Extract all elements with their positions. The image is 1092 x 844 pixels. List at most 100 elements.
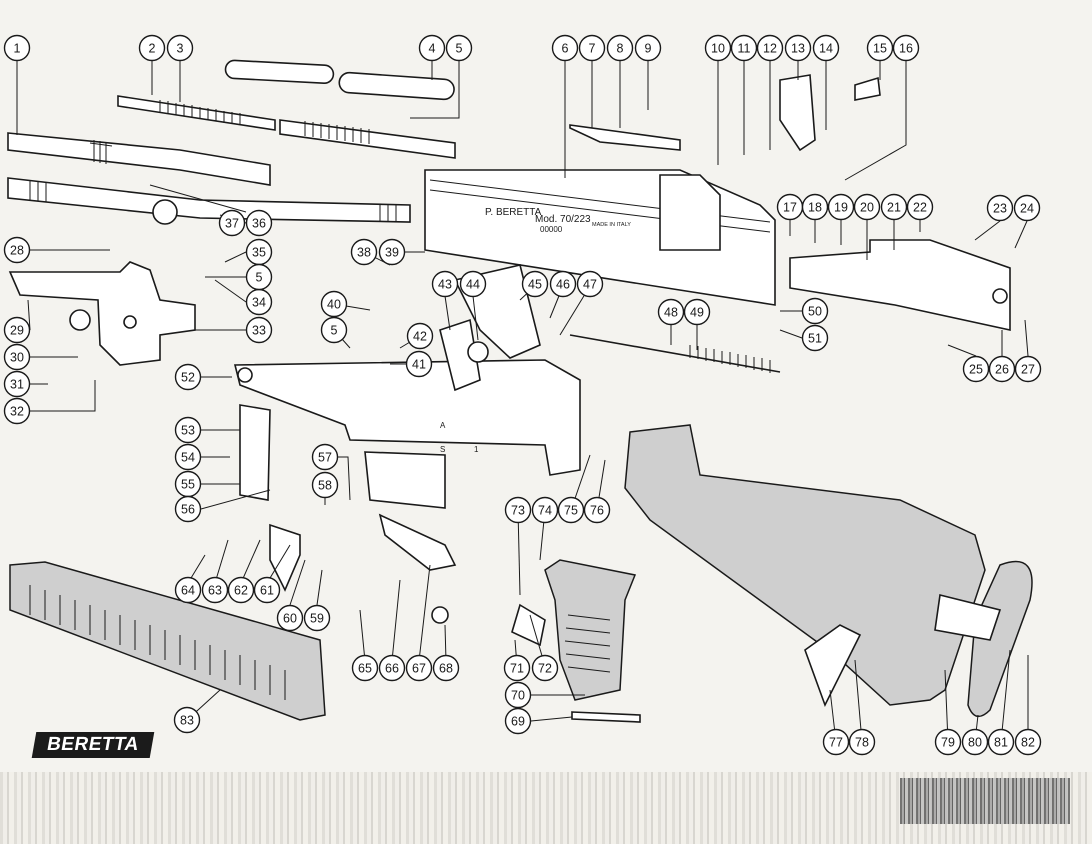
receiver-serial: 00000 [540,225,563,234]
callout-circle [906,193,934,221]
callout-label: 58 [318,479,332,493]
callout-label: 30 [10,351,24,365]
callout-label: 57 [318,451,332,465]
callout-30: 30 [3,343,31,371]
callout-label: 6 [562,42,569,56]
callout-label: 20 [860,201,874,215]
callout-49: 49 [683,298,711,326]
pistol-grip [544,559,637,701]
callout-80: 80 [961,728,989,756]
callout-38: 38 [350,238,378,266]
callout-6: 6 [551,34,579,62]
callout-label: 79 [941,736,955,750]
callout-76: 76 [583,496,611,524]
callout-57: 57 [311,443,339,471]
flash-hider-barrel [7,177,411,223]
callout-78: 78 [848,728,876,756]
callout-circle [245,263,273,291]
callout-64: 64 [174,576,202,604]
callout-5: 5 [320,316,348,344]
callout-20: 20 [853,193,881,221]
callout-11: 11 [730,34,758,62]
callout-70: 70 [504,681,532,709]
callout-label: 4 [429,42,436,56]
callout-circle [934,728,962,756]
callout-48: 48 [657,298,685,326]
callout-label: 67 [412,662,426,676]
callout-circle [503,654,531,682]
callout-40: 40 [320,290,348,318]
callout-37: 37 [218,209,246,237]
callout-12: 12 [756,34,784,62]
front-sight-block [8,261,196,366]
callout-circle [432,654,460,682]
callout-label: 63 [208,584,222,598]
callout-2: 2 [138,34,166,62]
callout-circle [657,298,685,326]
callout-circle [173,706,201,734]
callout-label: 41 [412,358,426,372]
callout-label: 9 [645,42,652,56]
callout-label: 39 [385,246,399,260]
callout-74: 74 [531,496,559,524]
callout-label: 34 [252,296,266,310]
callout-circle [801,324,829,352]
callout-circle [174,416,202,444]
callout-circle [174,363,202,391]
callout-circle [557,496,585,524]
callout-circle [3,34,31,62]
callout-circle [988,355,1016,383]
callout-circle [174,443,202,471]
callout-33: 33 [245,316,273,344]
callout-16: 16 [892,34,920,62]
callout-77: 77 [822,728,850,756]
callout-label: 78 [855,736,869,750]
callout-label: 76 [590,504,604,518]
callout-label: 7 [589,42,596,56]
callout-label: 50 [808,305,822,319]
callout-circle [848,728,876,756]
callout-circle [350,238,378,266]
callout-63: 63 [201,576,229,604]
callout-circle [406,322,434,350]
callout-51: 51 [801,324,829,352]
callout-circle [311,471,339,499]
bolt-carrier [789,239,1011,331]
callout-circle [583,496,611,524]
callout-label: 5 [331,324,338,338]
selector-mark-1: 1 [474,445,479,454]
callout-label: 42 [413,330,427,344]
callout-72: 72 [531,654,559,682]
callout-circle [961,728,989,756]
callout-label: 35 [252,246,266,260]
callout-circle [445,34,473,62]
callout-label: 16 [899,42,913,56]
callout-circle [880,193,908,221]
callout-circle [827,193,855,221]
callout-label: 60 [283,612,297,626]
callout-circle [378,654,406,682]
callout-60: 60 [276,604,304,632]
callout-24: 24 [1013,194,1041,222]
callout-label: 55 [181,478,195,492]
callout-label: 73 [511,504,525,518]
callout-label: 1 [14,42,21,56]
callout-label: 48 [664,306,678,320]
gas-piston-rod [117,95,276,131]
callout-66: 66 [378,654,406,682]
callout-circle [892,34,920,62]
callout-34: 34 [245,288,273,316]
callout-45: 45 [521,270,549,298]
selector-mark-s: S [440,445,445,454]
callout-circle [320,316,348,344]
callout-label: 61 [260,584,274,598]
callout-61: 61 [253,576,281,604]
handguard [9,561,326,721]
callout-label: 72 [538,662,552,676]
callout-circle [853,193,881,221]
callout-label: 22 [913,201,927,215]
callout-label: 69 [511,715,525,729]
callout-13: 13 [784,34,812,62]
